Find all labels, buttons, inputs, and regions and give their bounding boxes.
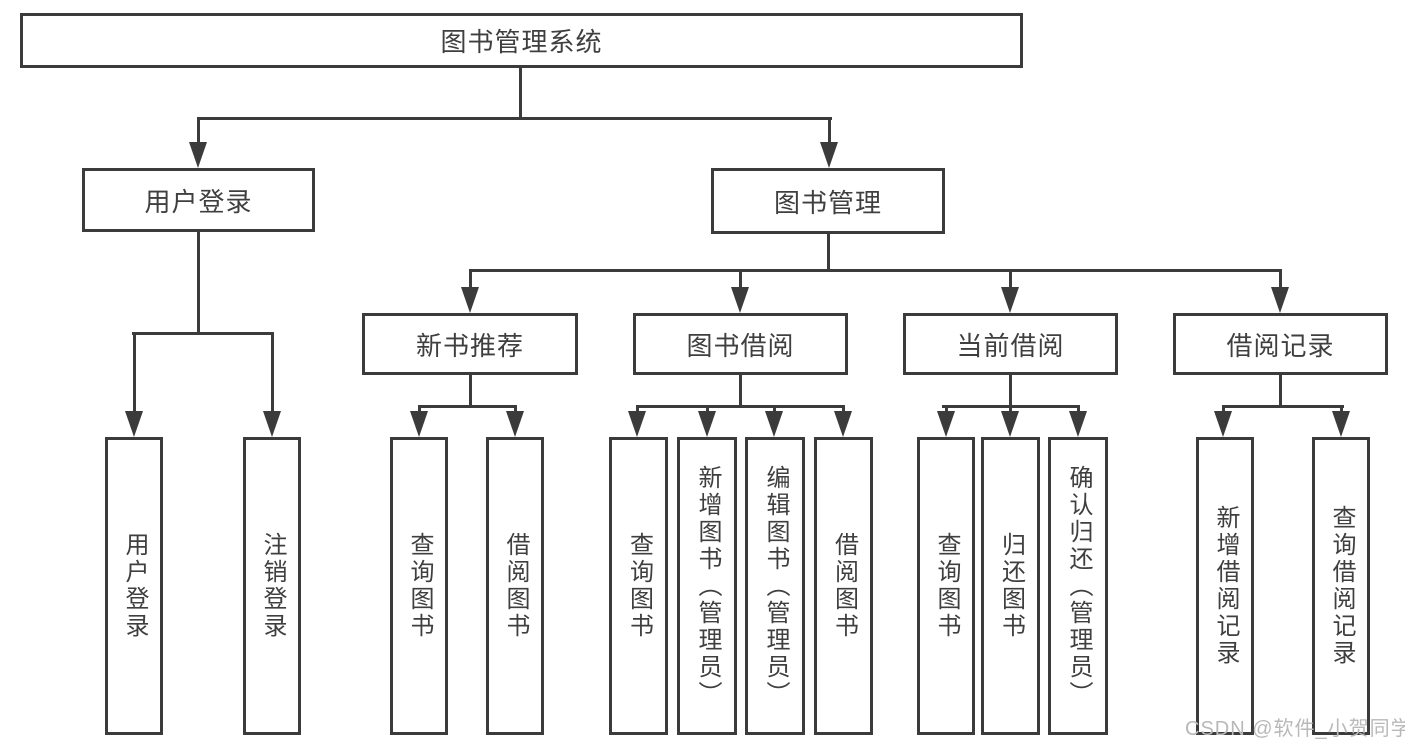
connector-stem [1009,375,1012,408]
leaf-logout: 注销登录 [243,437,301,735]
connector-shaft [945,405,948,413]
connector-rail [418,405,517,408]
node-borrow-records-label: 借阅记录 [1226,330,1335,361]
node-current-borrow: 当前借阅 [903,313,1118,375]
csdn-watermark: CSDN @软件_小贺同学 [1185,718,1405,740]
connector-rail [132,332,274,335]
connector-shaft [773,405,776,413]
arrow-down-icon [698,411,716,437]
arrow-down-icon [731,287,749,313]
leaf-recommend-query-book: 查询图书 [390,437,448,735]
connector-rail [636,405,845,408]
connector-shaft [1222,405,1225,413]
arrow-down-icon [1001,411,1019,437]
node-book-management: 图书管理 [711,168,945,234]
node-root-label: 图书管理系统 [440,27,603,57]
arrow-down-icon [834,411,852,437]
connector-shaft [1009,269,1012,289]
connector-shaft [828,117,831,144]
connector-shaft [842,405,845,413]
connector-shaft [197,117,200,144]
arrow-down-icon [765,411,783,437]
connector-shaft [1077,405,1080,413]
arrow-down-icon [189,142,207,168]
arrow-down-icon [628,411,646,437]
leaf-add-book-admin-label: 新增图书（管理员） [694,464,721,708]
connector-rail [469,269,1282,272]
connector-shaft [418,405,421,413]
leaf-recommend-borrow-book: 借阅图书 [486,437,544,735]
arrow-down-icon [125,411,143,437]
arrow-down-icon [410,411,428,437]
leaf-borrow-query-book: 查询图书 [609,437,668,735]
leaf-add-book-admin: 新增图书（管理员） [677,437,737,735]
arrow-down-icon [1069,411,1087,437]
connector-shaft [514,405,517,413]
connector-shaft [636,405,639,413]
connector-shaft [706,405,709,413]
leaf-confirm-return-admin: 确认归还（管理员） [1048,437,1108,735]
arrow-down-icon [1332,411,1350,437]
leaf-borrow-book-label: 借阅图书 [830,532,858,640]
connector-stem [827,234,830,271]
leaf-add-borrow-record: 新增借阅记录 [1196,437,1254,735]
arrow-down-icon [1001,287,1019,313]
leaf-borrow-book: 借阅图书 [814,437,873,735]
connector-stem [197,232,200,335]
leaf-edit-book-admin: 编辑图书（管理员） [745,437,805,735]
node-user-login: 用户登录 [82,168,315,232]
leaf-edit-book-admin-label: 编辑图书（管理员） [762,464,789,708]
arrow-down-icon [263,411,281,437]
leaf-add-borrow-record-label: 新增借阅记录 [1212,505,1239,667]
leaf-logout-label: 注销登录 [259,532,286,640]
connector-shaft [133,332,136,413]
leaf-current-query-book: 查询图书 [917,437,975,735]
connector-shaft [469,269,472,289]
node-book-borrow-label: 图书借阅 [686,330,795,361]
connector-root-rail [197,117,832,120]
leaf-query-borrow-record: 查询借阅记录 [1312,437,1370,735]
arrow-down-icon [1214,411,1232,437]
arrow-down-icon [820,142,838,168]
leaf-user-login-label: 用户登录 [121,532,148,640]
leaf-recommend-borrow-book-label: 借阅图书 [502,532,529,640]
node-book-borrow: 图书借阅 [633,313,848,375]
leaf-current-query-book-label: 查询图书 [933,532,960,640]
node-root: 图书管理系统 [20,13,1023,68]
node-borrow-records: 借阅记录 [1173,313,1388,375]
leaf-confirm-return-admin-label: 确认归还（管理员） [1065,464,1092,708]
connector-shaft [1340,405,1343,413]
leaf-recommend-query-book-label: 查询图书 [406,532,433,640]
connector-stem [469,375,472,408]
leaf-return-book: 归还图书 [981,437,1040,735]
leaf-borrow-query-book-label: 查询图书 [625,532,653,640]
connector-shaft [271,332,274,413]
connector-root-stem [519,66,522,120]
connector-stem [739,375,742,408]
arrow-down-icon [506,411,524,437]
connector-stem [1279,375,1282,408]
node-new-book-recommend-label: 新书推荐 [415,330,524,361]
leaf-user-login: 用户登录 [105,437,163,735]
node-user-login-label: 用户登录 [144,186,253,217]
node-new-book-recommend: 新书推荐 [362,313,578,375]
arrow-down-icon [461,287,479,313]
connector-shaft [1009,405,1012,413]
node-current-borrow-label: 当前借阅 [956,330,1065,361]
node-book-management-label: 图书管理 [773,187,882,218]
connector-shaft [1279,269,1282,289]
connector-shaft [739,269,742,289]
connector-rail [1222,405,1344,408]
leaf-query-borrow-record-label: 查询借阅记录 [1328,505,1355,667]
arrow-down-icon [937,411,955,437]
arrow-down-icon [1271,287,1289,313]
leaf-return-book-label: 归还图书 [997,532,1025,640]
